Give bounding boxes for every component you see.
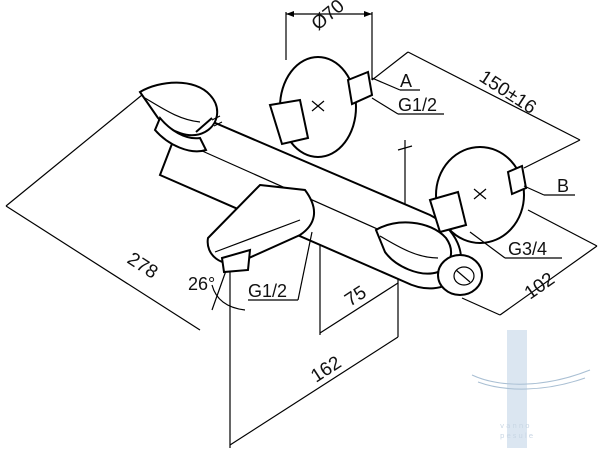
- mixer-body: [138, 56, 528, 296]
- diameter-label: Ø70: [308, 0, 349, 35]
- watermark: vanno pesule: [471, 330, 591, 448]
- watermark-text-top: vanno: [500, 422, 532, 430]
- connection-a-label: A: [400, 71, 412, 91]
- connection-b-label: B: [557, 176, 569, 196]
- watermark-text-bottom: pesule: [500, 432, 535, 440]
- total-length-label: 278: [123, 249, 161, 284]
- spout-length-label: 162: [307, 352, 345, 387]
- center-spacing-label: 150±16: [475, 67, 539, 119]
- spout-offset-label: 75: [341, 282, 370, 311]
- connection-b-thread-label: G3/4: [508, 239, 547, 259]
- label-leaders: [248, 77, 575, 301]
- spout-thread-label: G1/2: [248, 281, 287, 301]
- connection-a-thread-label: G1/2: [398, 95, 437, 115]
- spout-angle-label: 26°: [188, 274, 215, 294]
- depth-label: 102: [521, 269, 559, 304]
